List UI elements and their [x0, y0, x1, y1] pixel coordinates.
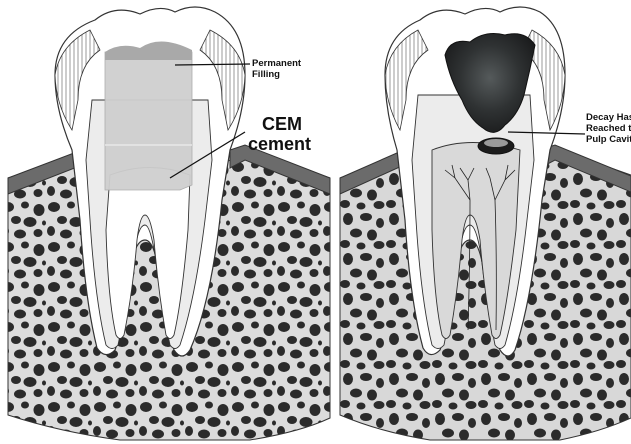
label-cem-line2: cement [248, 134, 311, 154]
left-permanent-filling [105, 52, 192, 190]
label-permanent-filling-line2: Filling [252, 69, 280, 80]
label-decay-line3: Pulp Cavity [586, 134, 631, 145]
right-tooth-diagram: Decay Has Reached the Pulp Cavity [340, 7, 631, 440]
label-cem-line1: CEM [262, 114, 302, 134]
label-decay-line2: Reached the [586, 123, 631, 134]
left-tooth-diagram: Permanent Filling CEM cement [8, 7, 330, 440]
right-decay-highlight [484, 139, 508, 147]
label-decay-line1: Decay Has [586, 112, 631, 123]
label-permanent-filling-line1: Permanent [252, 58, 302, 69]
